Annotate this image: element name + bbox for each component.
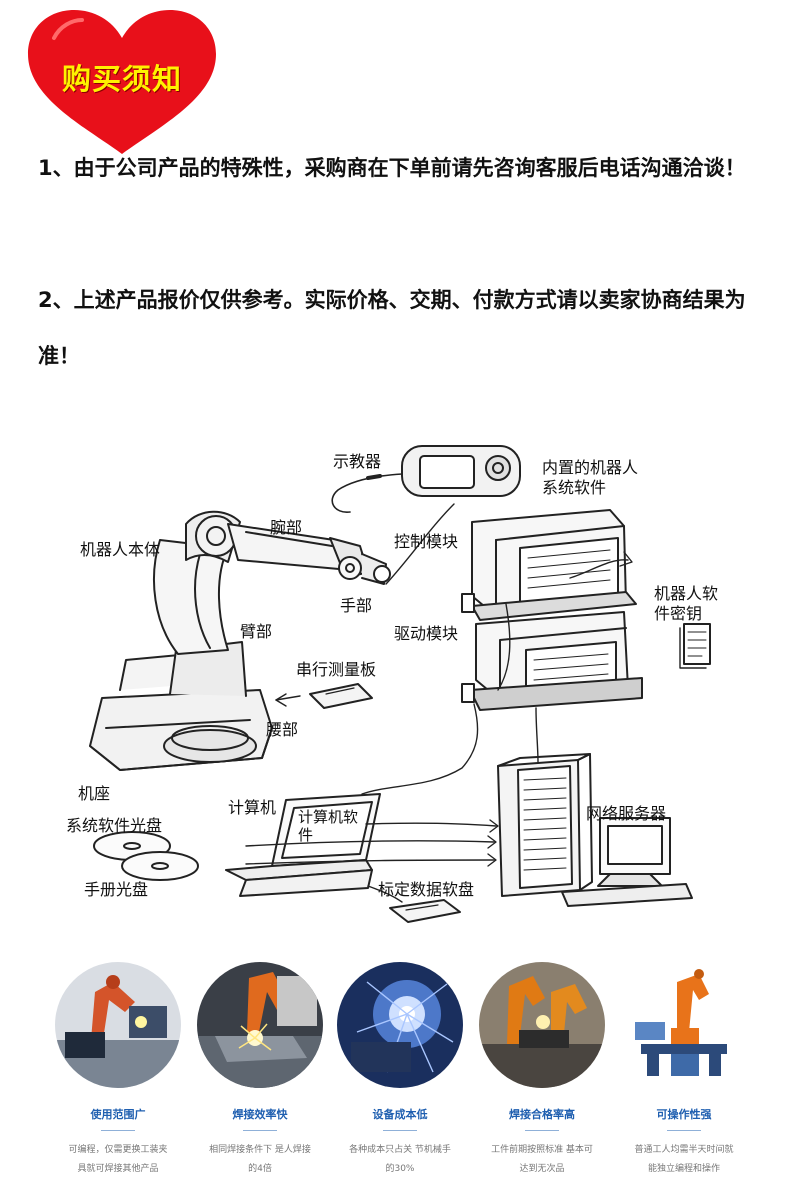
robot-welding-photo-icon	[55, 962, 181, 1088]
label-wrist: 腕部	[270, 518, 303, 537]
connection-lines	[245, 503, 539, 903]
label-hand: 手部	[340, 596, 373, 615]
feature-list: 使用范围广 可编程，仅需更换工装夹具就可焊接其他产品 焊接效率快 相同焊接条件下…	[0, 962, 800, 1192]
feature-desc: 工件前期按照标准 基本可达到无次品	[491, 1145, 593, 1174]
feature-item-1: 使用范围广 可编程，仅需更换工装夹具就可焊接其他产品	[46, 962, 190, 1179]
badge-title: 购买须知	[61, 62, 182, 96]
software-key-icon	[679, 623, 711, 669]
robot-arm-photo-icon	[621, 962, 747, 1088]
feature-desc: 可编程，仅需更换工装夹具就可焊接其他产品	[68, 1145, 168, 1174]
label-serial-board: 串行测量板	[296, 660, 377, 679]
purchase-notice-badge: 购买须知	[24, 8, 220, 158]
label-calibration-disk: 标定数据软盘	[378, 880, 475, 899]
label-arm: 臂部	[240, 622, 273, 641]
network-server-icon	[497, 753, 693, 907]
feature-desc: 相同焊接条件下 是人焊接的4倍	[209, 1145, 311, 1174]
welding-sparks-photo-icon	[197, 962, 323, 1088]
serial-board-icon	[275, 683, 373, 709]
feature-title: 可操作性强	[656, 1108, 712, 1121]
heart-icon	[28, 10, 216, 154]
robot-arm-icon	[89, 510, 391, 771]
feature-divider	[101, 1130, 135, 1131]
feature-title: 使用范围广	[90, 1108, 146, 1121]
cd-disc-icon	[93, 831, 199, 881]
label-control-module: 控制模块	[394, 532, 459, 551]
label-system-cd: 系统软件光盘	[66, 816, 163, 835]
label-base: 机座	[78, 784, 111, 803]
controller-cabinet-icon	[461, 509, 643, 711]
feature-item-5: 可操作性强 普通工人均需半天时间就能独立编程和操作	[612, 962, 756, 1179]
welding-torch-photo-icon	[337, 962, 463, 1088]
feature-divider	[667, 1130, 701, 1131]
label-teach-pendant: 示教器	[333, 452, 382, 471]
feature-item-2: 焊接效率快 相同焊接条件下 是人焊接的4倍	[188, 962, 332, 1179]
feature-item-4: 焊接合格率高 工件前期按照标准 基本可达到无次品	[470, 962, 614, 1179]
feature-title: 设备成本低	[372, 1108, 428, 1121]
label-computer: 计算机	[228, 798, 277, 817]
laptop-icon	[225, 793, 381, 897]
feature-title: 焊接效率快	[232, 1108, 288, 1121]
welding-cell-photo-icon	[479, 962, 605, 1088]
label-waist: 腰部	[266, 720, 299, 739]
feature-divider	[243, 1130, 277, 1131]
feature-desc: 普通工人均需半天时间就能独立编程和操作	[634, 1145, 734, 1174]
feature-title: 焊接合格率高	[509, 1108, 575, 1121]
feature-item-3: 设备成本低 各种成本只占关 节机械手的30%	[328, 962, 472, 1179]
floppy-disk-icon	[389, 899, 461, 923]
teach-pendant-icon	[331, 445, 521, 513]
feature-divider	[525, 1130, 559, 1131]
label-builtin-software: 内置的机器人系统软件	[542, 458, 639, 497]
label-manual-cd: 手册光盘	[84, 880, 149, 899]
label-network-server: 网络服务器	[586, 804, 667, 823]
label-drive-module: 驱动模块	[394, 624, 459, 643]
feature-divider	[383, 1130, 417, 1131]
robot-system-diagram: 示教器 内置的机器人系统软件 腕部 机器人本体 控制模块 手部 臂部 机器人软件…	[50, 428, 750, 940]
label-robot-key: 机器人软件密钥	[654, 584, 719, 623]
notice-item-2: 2、上述产品报价仅供参考。实际价格、交期、付款方式请以卖家协商结果为准！	[38, 288, 746, 368]
feature-desc: 各种成本只占关 节机械手的30%	[349, 1145, 451, 1174]
notice-item-1: 1、由于公司产品的特殊性，采购商在下单前请先咨询客服后电话沟通洽谈！	[38, 156, 746, 180]
label-robot-body: 机器人本体	[80, 540, 161, 559]
diagram-drawing	[89, 445, 711, 923]
label-computer-software: 计算机软件	[298, 808, 359, 844]
